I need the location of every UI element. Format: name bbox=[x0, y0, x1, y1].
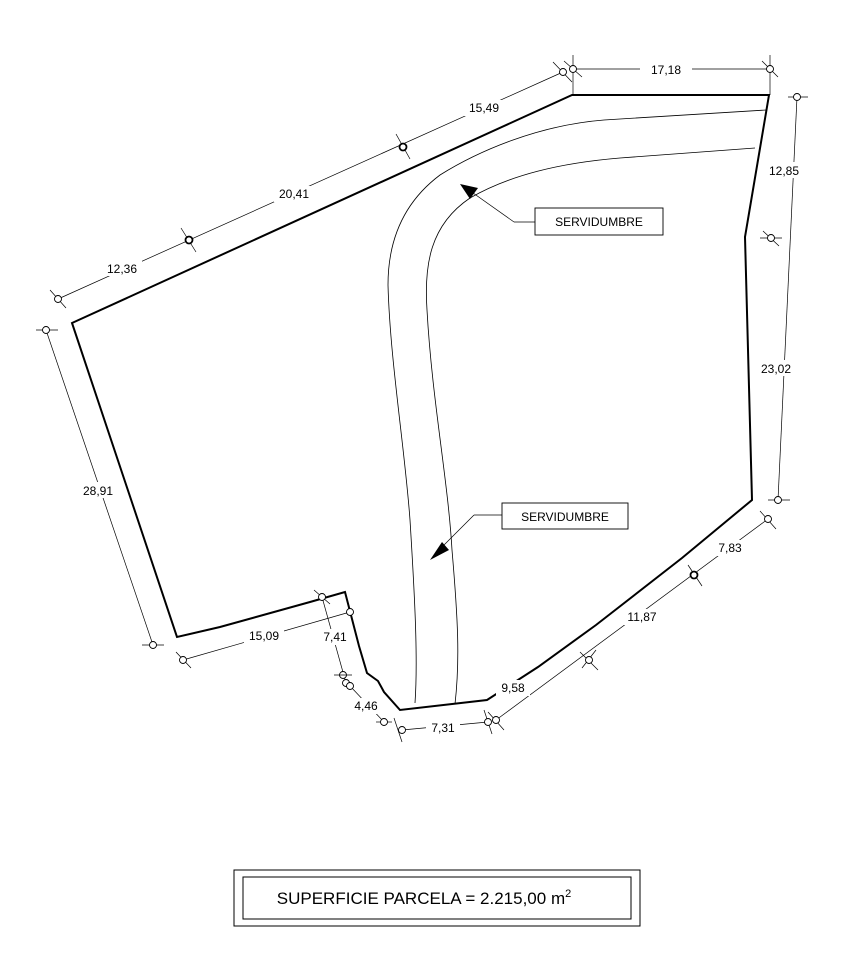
dimension-bottom-right-1: 7,83 bbox=[718, 541, 742, 555]
svg-text:SERVIDUMBRE: SERVIDUMBRE bbox=[521, 510, 609, 524]
dimension-line-7-31 bbox=[393, 709, 493, 743]
dimension-right: 23,02 bbox=[761, 362, 791, 376]
dimension-top: 17,18 bbox=[651, 63, 681, 77]
arrow-icon bbox=[430, 542, 449, 560]
dimension-line-left bbox=[36, 326, 164, 649]
dimension-bottom-left: 15,09 bbox=[249, 629, 279, 643]
dimension-bottom-right-3: 9,58 bbox=[501, 681, 525, 695]
dimension-top-left-1: 15,49 bbox=[469, 101, 499, 115]
area-box: SUPERFICIE PARCELA = 2.215,00 m2 bbox=[233, 869, 641, 927]
area-superscript: 2 bbox=[565, 888, 571, 900]
dimension-line-right bbox=[756, 93, 808, 504]
dimension-line-bottom-left bbox=[175, 608, 354, 669]
dimension-notch: 7,41 bbox=[323, 630, 347, 644]
dimension-line-top bbox=[563, 55, 779, 95]
dimension-line-7-41 bbox=[313, 589, 352, 687]
dimension-top-left-2: 20,41 bbox=[279, 187, 309, 201]
dimension-bottom: 7,31 bbox=[431, 721, 455, 735]
svg-text:SERVIDUMBRE: SERVIDUMBRE bbox=[555, 215, 643, 229]
svg-text:SUPERFICIE PARCELA = 2.215,00: SUPERFICIE PARCELA = 2.215,00 m2 bbox=[277, 888, 571, 908]
dimension-line-4-46 bbox=[346, 682, 392, 726]
easement-outer-edge bbox=[387, 109, 767, 704]
dimension-right-top: 12,85 bbox=[769, 164, 799, 178]
parcel-boundary bbox=[70, 94, 771, 712]
dimension-line-bottom-right bbox=[487, 510, 777, 731]
dimension-bottom-small: 4,46 bbox=[354, 699, 378, 713]
arrow-icon bbox=[460, 184, 478, 199]
dimension-line-top-left bbox=[49, 61, 573, 309]
servidumbre-label-top: SERVIDUMBRE bbox=[460, 184, 664, 236]
easement-inner-edge bbox=[425, 147, 756, 705]
dimension-left: 28,91 bbox=[83, 484, 113, 498]
dimension-top-left-3: 12,36 bbox=[107, 262, 137, 276]
area-text: SUPERFICIE PARCELA = 2.215,00 m bbox=[277, 889, 565, 908]
dimension-bottom-right-2: 11,87 bbox=[627, 610, 656, 624]
servidumbre-label-bottom: SERVIDUMBRE bbox=[430, 502, 629, 560]
